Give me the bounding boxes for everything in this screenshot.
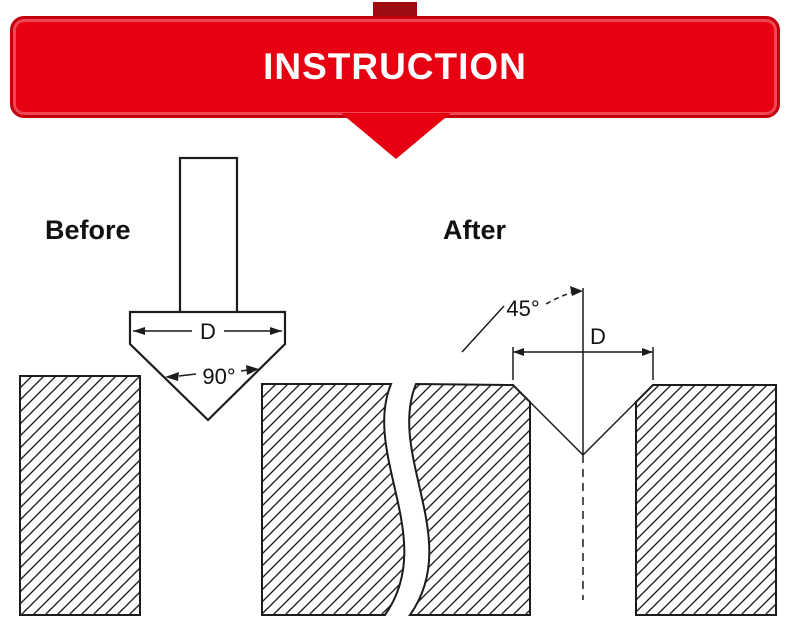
countersink-head — [128, 310, 287, 422]
diameter-dimension-before: D — [133, 319, 282, 344]
banner-title: INSTRUCTION — [263, 46, 527, 87]
angle-annotation-90: 90° — [165, 364, 259, 389]
banner-tab — [373, 2, 417, 20]
workpiece-middle-right — [408, 382, 531, 616]
before-label: Before — [45, 215, 131, 245]
arrowhead-right — [642, 348, 653, 356]
workpiece-left — [19, 375, 141, 616]
angle-arrow-right — [246, 365, 259, 375]
arrowhead-right — [270, 327, 282, 335]
countersink-profile-right — [582, 384, 654, 456]
angle-arrowhead — [570, 286, 583, 296]
countersink-shank — [178, 156, 239, 315]
workpiece-right — [635, 384, 777, 616]
diameter-label-after: D — [590, 324, 606, 349]
diameter-label-before: D — [200, 319, 216, 344]
banner-pointer-arrow — [341, 113, 451, 159]
angle-label-45: 45° — [506, 296, 539, 321]
angle-annotation-45: 45° — [461, 286, 583, 353]
angle-label-90: 90° — [202, 364, 235, 389]
workpiece-middle-left — [261, 383, 406, 616]
angle-reference-line — [461, 305, 505, 353]
after-label: After — [443, 215, 506, 245]
arrowhead-left — [133, 327, 145, 335]
angle-leader-arc — [545, 291, 576, 305]
arrowhead-left — [513, 348, 524, 356]
diameter-dimension-after: D — [513, 324, 653, 356]
angle-arrow-left — [165, 372, 179, 381]
countersink-profile-left — [512, 384, 584, 456]
